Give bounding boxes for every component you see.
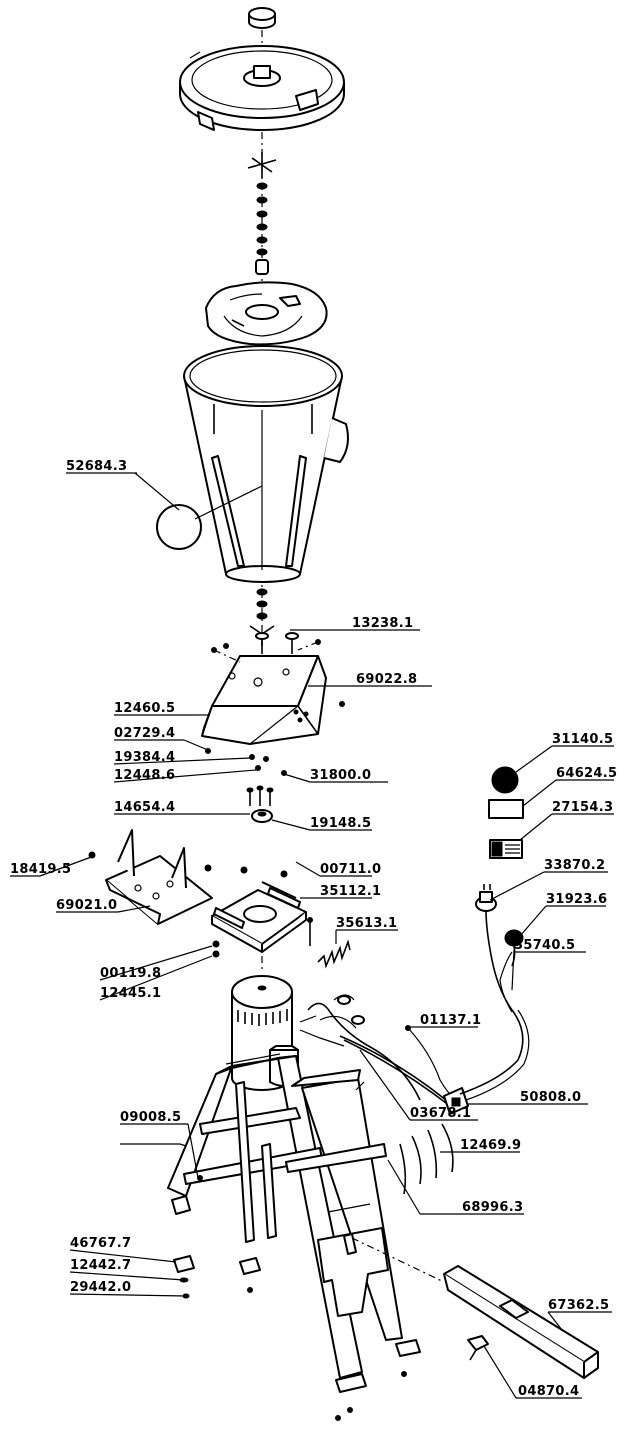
- callout-12460-5: 12460.5: [114, 701, 175, 716]
- leader-00711: [295, 861, 321, 877]
- callout-02729-4: 02729.4: [114, 726, 175, 741]
- leader-19384: [113, 757, 251, 765]
- callout-69021-0: 69021.0: [56, 898, 117, 913]
- accessory-label: [488, 779, 614, 819]
- callout-52684-3: 52684.3: [66, 459, 127, 474]
- leader-12445: [99, 955, 213, 1001]
- accessory-plate: [489, 813, 614, 859]
- callout-35740-5: 35740.5: [514, 938, 575, 953]
- callout-labels: 52684.3 13238.1 69022.8 12460.5 31140.5 …: [10, 459, 617, 1399]
- callout-12442-7: 12442.7: [70, 1258, 131, 1273]
- callout-31800-0: 31800.0: [310, 768, 371, 783]
- lid: [179, 45, 345, 131]
- leader-19148: [271, 819, 311, 831]
- bumpers: [399, 1123, 520, 1195]
- motor-plate: [211, 866, 313, 972]
- sight-glass: [156, 504, 202, 550]
- callout-04870-4: 04870.4: [518, 1384, 579, 1399]
- callout-68996-3: 68996.3: [462, 1200, 523, 1215]
- callout-50808-0: 50808.0: [520, 1090, 581, 1105]
- leader-09008: [187, 1123, 199, 1179]
- callout-14654-4: 14654.4: [114, 800, 175, 815]
- callout-46767-7: 46767.7: [70, 1236, 131, 1251]
- callout-29442-0: 29442.0: [70, 1280, 131, 1295]
- spring: [317, 939, 351, 969]
- callout-01137-1: 01137.1: [420, 1013, 481, 1028]
- leader-03678: [359, 1049, 411, 1121]
- side-rail: [351, 1237, 599, 1379]
- power-cord: [459, 884, 530, 1101]
- bowl: [183, 345, 349, 583]
- callout-00119-8: 00119.8: [100, 966, 161, 981]
- leader-31800: [283, 773, 311, 783]
- callout-27154-3: 27154.3: [552, 800, 613, 815]
- callout-31923-6: 31923.6: [546, 892, 607, 907]
- callout-03678-1: 03678.1: [410, 1106, 471, 1121]
- callout-00711-0: 00711.0: [320, 862, 381, 877]
- callout-18419-5: 18419.5: [10, 862, 71, 877]
- gearbox-housing: [201, 655, 327, 745]
- baffle-plate: [205, 281, 328, 346]
- callout-69022-8: 69022.8: [356, 672, 417, 687]
- callout-12448-6: 12448.6: [114, 768, 175, 783]
- leader-12448: [113, 769, 257, 783]
- callout-35613-1: 35613.1: [336, 916, 397, 931]
- clip: [467, 1335, 582, 1399]
- leader-52684-b: [134, 472, 180, 511]
- switch-box: [443, 1087, 469, 1115]
- leader-31923: [519, 905, 547, 937]
- callout-19384-4: 19384.4: [114, 750, 175, 765]
- callout-09008-5: 09008.5: [120, 1110, 181, 1125]
- callout-31140-5: 31140.5: [552, 732, 613, 747]
- callout-67362-5: 67362.5: [548, 1298, 609, 1313]
- coupling: [246, 785, 274, 823]
- callout-64624-5: 64624.5: [556, 766, 617, 781]
- stand-frame: [167, 1053, 421, 1421]
- leader-18419: [39, 855, 95, 877]
- callout-12469-9: 12469.9: [460, 1138, 521, 1153]
- leader-69021: [117, 905, 151, 913]
- leader-02729: [183, 739, 209, 751]
- callout-12445-1: 12445.1: [100, 986, 161, 1001]
- callout-35112-1: 35112.1: [320, 884, 381, 899]
- callout-33870-2: 33870.2: [544, 858, 605, 873]
- leader-52684: [194, 485, 263, 520]
- accessory-knob: [491, 745, 614, 794]
- lid-knob: [248, 7, 276, 29]
- leader-67362: [547, 1311, 563, 1331]
- leader-33870: [489, 871, 545, 901]
- leader-00119: [99, 945, 213, 981]
- housing-bolts: [211, 632, 345, 707]
- callout-13238-1: 13238.1: [352, 616, 413, 631]
- agitator-stack: [247, 152, 277, 275]
- support-bracket: [88, 829, 213, 925]
- leveling-feet: [69, 1249, 195, 1299]
- callout-19148-5: 19148.5: [310, 816, 371, 831]
